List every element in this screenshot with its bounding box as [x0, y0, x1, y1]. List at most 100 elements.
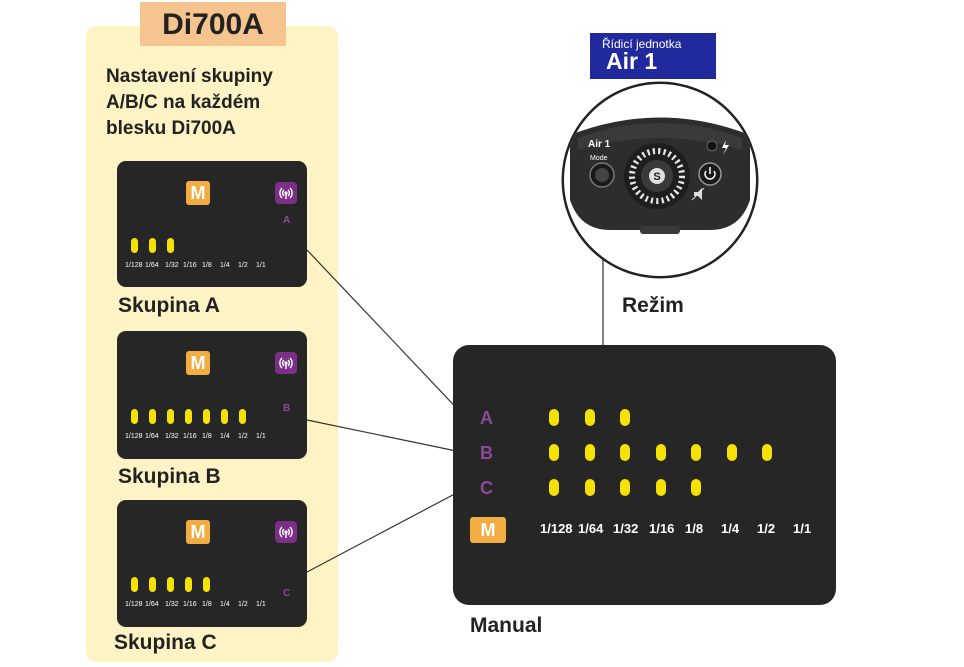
connector-line-a — [306, 249, 467, 419]
power-label: 1/4 — [220, 601, 230, 608]
group-caption-a: Skupina A — [118, 294, 220, 317]
power-dot — [727, 444, 737, 461]
power-dot — [691, 444, 701, 461]
power-label: 1/1 — [256, 601, 266, 608]
power-dot — [149, 409, 156, 424]
power-dot — [549, 444, 559, 461]
power-label: 1/8 — [202, 601, 212, 608]
group-caption-b: Skupina B — [118, 465, 221, 488]
power-label: 1/16 — [183, 601, 197, 608]
power-dot — [762, 444, 772, 461]
power-label: 1/128 — [125, 262, 143, 269]
power-dot — [656, 444, 666, 461]
wireless-icon — [275, 352, 297, 374]
power-label: 1/64 — [145, 433, 159, 440]
row-letter-c: C — [480, 478, 493, 498]
power-dot — [203, 409, 210, 424]
power-dot — [585, 479, 595, 496]
power-label: 1/8 — [202, 262, 212, 269]
power-label: 1/8 — [202, 433, 212, 440]
dial-letter: S — [653, 171, 660, 183]
power-dot — [167, 409, 174, 424]
power-dot — [620, 479, 630, 496]
description-line: blesku Di700A — [106, 118, 236, 139]
mode-callout: Režim — [622, 294, 684, 317]
power-label: 1/4 — [721, 521, 740, 536]
power-dot — [620, 444, 630, 461]
power-label: 1/16 — [183, 262, 197, 269]
power-label: 1/1 — [793, 521, 812, 536]
group-letter: A — [283, 215, 291, 226]
power-label: 1/4 — [220, 433, 230, 440]
connector-line-b — [306, 419, 467, 454]
power-dot — [185, 577, 192, 592]
power-dot — [221, 409, 228, 424]
controller-brand: Air 1 — [588, 139, 611, 150]
power-dot — [167, 238, 174, 253]
power-label: 1/128 — [540, 521, 573, 536]
power-label: 1/128 — [125, 601, 143, 608]
power-dot — [167, 577, 174, 592]
power-dot — [585, 409, 595, 426]
controller-illustration: S Air 1 Mode — [561, 81, 759, 279]
power-dot — [203, 577, 210, 592]
controller-mode-text: Mode — [590, 155, 608, 162]
power-dot — [549, 479, 559, 496]
flash-description: Nastavení skupiny A/B/C na každém blesku… — [106, 64, 326, 142]
controller-lcd — [453, 345, 836, 605]
mode-badge: M — [186, 181, 210, 205]
power-dot — [620, 409, 630, 426]
row-letter-a: A — [480, 408, 493, 428]
power-label: 1/128 — [125, 433, 143, 440]
power-dot — [131, 238, 138, 253]
group-caption-c: Skupina C — [114, 631, 217, 654]
manual-caption: Manual — [470, 614, 543, 637]
power-label: 1/64 — [145, 601, 159, 608]
power-label: 1/2 — [757, 521, 776, 536]
description-line: A/B/C na každém — [106, 92, 261, 113]
flash-lcd-group-c: M C 1/128 1/64 1/32 1/16 1/8 1/4 1/2 1/1 — [117, 500, 307, 627]
power-dot — [585, 444, 595, 461]
power-dot — [656, 479, 666, 496]
power-label: 1/2 — [238, 262, 248, 269]
flash-lcd-group-a: M A 1/128 1/64 1/32 1/16 1/8 1/4 1/2 1/1 — [117, 161, 307, 287]
power-label: 1/32 — [165, 433, 179, 440]
power-label: 1/4 — [220, 262, 230, 269]
power-label: 1/32 — [613, 521, 639, 536]
mode-badge: M — [470, 517, 506, 543]
group-letter: B — [283, 403, 291, 414]
controller-label-sub: Řídicí jednotka — [602, 37, 682, 51]
power-label: 1/32 — [165, 262, 179, 269]
description-line: Nastavení skupiny — [106, 66, 273, 87]
power-dot — [185, 409, 192, 424]
row-letter-b: B — [480, 443, 493, 463]
controller-label: Řídicí jednotka Air 1 — [590, 33, 716, 79]
power-dot — [549, 409, 559, 426]
power-dot — [149, 577, 156, 592]
dial-ticks — [629, 148, 685, 204]
flash-lcd-group-b: M B 1/128 1/64 1/32 1/16 1/8 1/4 1/2 1/1 — [117, 331, 307, 459]
wireless-icon — [275, 182, 297, 204]
power-label: 1/8 — [685, 521, 704, 536]
power-label: 1/1 — [256, 433, 266, 440]
power-dot — [131, 409, 138, 424]
power-dot — [131, 577, 138, 592]
power-label: 1/2 — [238, 433, 248, 440]
power-dot — [691, 479, 701, 496]
power-dot — [149, 238, 156, 253]
power-label: 1/1 — [256, 262, 266, 269]
power-label: 1/2 — [238, 601, 248, 608]
group-letter: C — [283, 588, 291, 599]
mode-badge: M — [186, 351, 210, 375]
power-label: 1/16 — [649, 521, 675, 536]
flash-model-title: Di700A — [140, 2, 286, 46]
mode-badge: M — [186, 520, 210, 544]
power-label: 1/64 — [145, 262, 159, 269]
connector-line-c — [306, 487, 467, 573]
power-label: 1/16 — [183, 433, 197, 440]
power-dot — [239, 409, 246, 424]
wireless-icon — [275, 521, 297, 543]
controller-label-name: Air 1 — [606, 48, 658, 74]
power-label: 1/64 — [578, 521, 604, 536]
